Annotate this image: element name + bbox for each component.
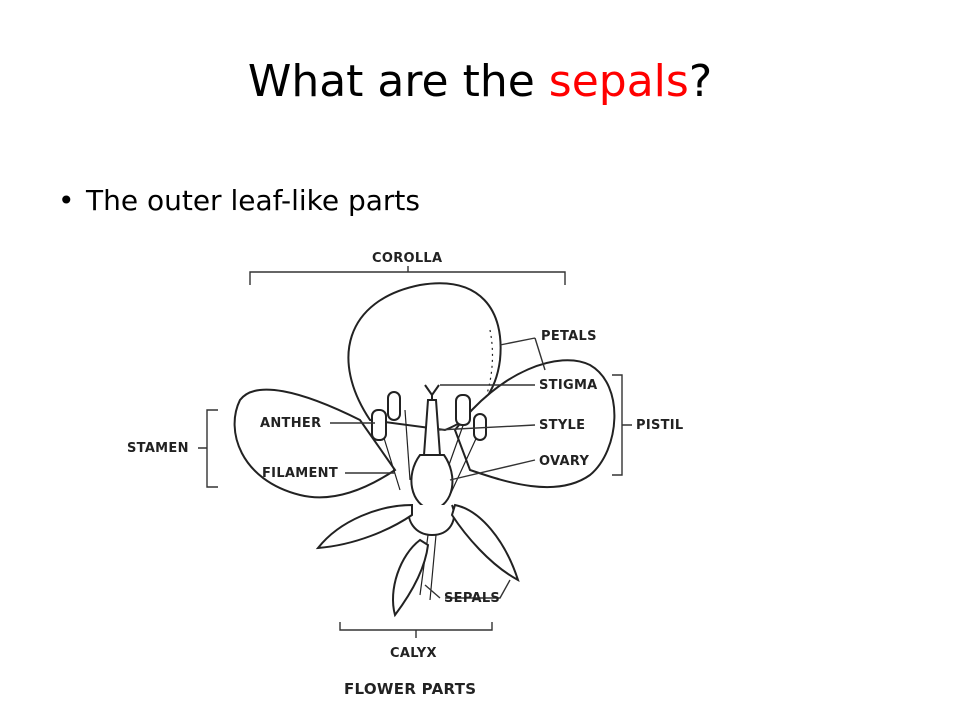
title-suffix: ? <box>688 56 713 107</box>
diagram-caption: FLOWER PARTS <box>344 680 476 698</box>
receptacle <box>407 504 455 537</box>
label-pistil: PISTIL <box>636 418 684 433</box>
stamen-bracket <box>198 409 218 488</box>
corolla-bracket <box>249 266 566 285</box>
label-stigma: STIGMA <box>539 378 598 393</box>
label-corolla: COROLLA <box>372 251 442 266</box>
leader-style <box>437 424 536 431</box>
label-style: STYLE <box>539 418 585 433</box>
title-prefix: What are the <box>247 56 549 107</box>
title-highlight: sepals <box>548 56 689 107</box>
label-anther: ANTHER <box>260 416 321 431</box>
ovary-shape <box>410 454 454 512</box>
leader-sepals <box>424 579 511 599</box>
label-petals: PETALS <box>541 329 597 344</box>
stamen-right2-filament <box>449 429 481 496</box>
label-sepals: SEPALS <box>444 591 500 606</box>
bullet-dot-icon: • <box>58 184 75 217</box>
right-petal <box>453 359 616 489</box>
stamen-mid-filament <box>404 409 411 481</box>
anther-left <box>371 409 387 441</box>
label-ovary: OVARY <box>539 454 589 469</box>
pistil-bracket <box>612 374 632 476</box>
sepal-right <box>450 503 520 583</box>
sepal-bottom <box>391 538 430 618</box>
bullet-text: The outer leaf-like parts <box>86 184 420 217</box>
left-petal <box>233 388 397 499</box>
label-calyx: CALYX <box>390 646 437 661</box>
style-shape <box>422 399 442 456</box>
label-filament: FILAMENT <box>262 466 338 481</box>
slide-title: What are the sepals? <box>0 56 960 107</box>
calyx-bracket <box>339 622 493 638</box>
anther-mid <box>387 391 401 421</box>
leader-ovary <box>449 459 536 481</box>
petal-shading <box>484 329 494 401</box>
leader-petals <box>499 337 546 371</box>
anther-right <box>455 394 471 426</box>
label-stamen: STAMEN <box>127 441 189 456</box>
bullet-item: • The outer leaf-like parts <box>58 184 420 217</box>
sepal-left <box>315 503 413 550</box>
